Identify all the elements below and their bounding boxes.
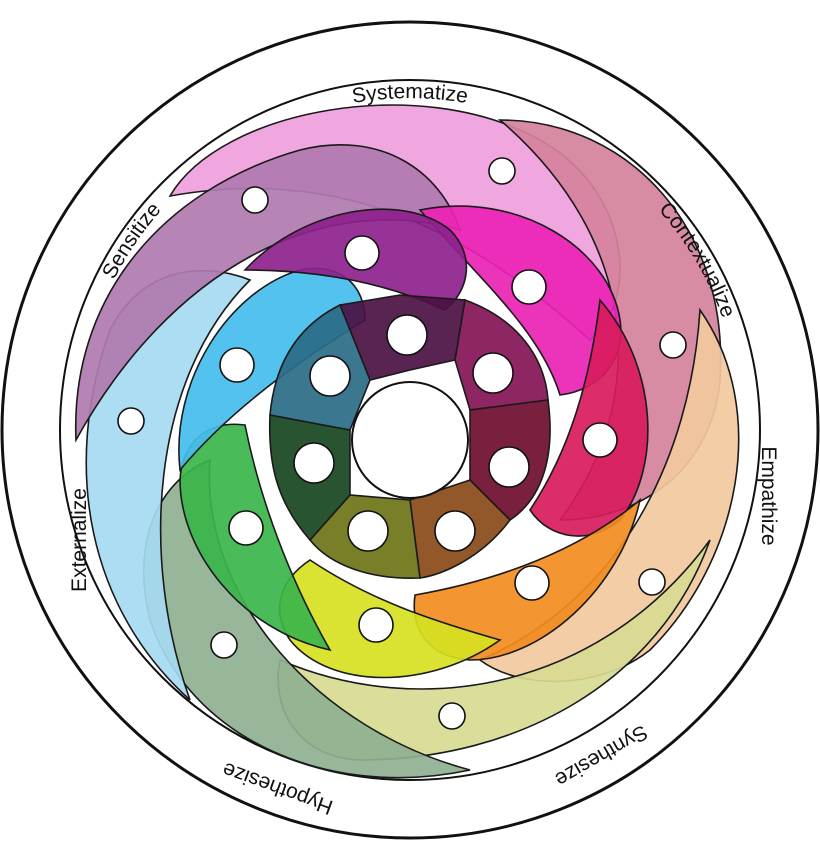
marker-dots (117, 157, 687, 730)
dot-marker (228, 510, 264, 546)
dot-marker (472, 352, 514, 394)
dot-marker (638, 568, 666, 596)
dot-marker (358, 607, 394, 643)
dot-marker (514, 565, 550, 601)
dot-marker (488, 446, 530, 488)
dot-marker (219, 347, 255, 383)
dot-marker (386, 314, 428, 356)
dot-marker (344, 235, 380, 271)
label-externalize: Externalize (68, 488, 91, 592)
dot-marker (511, 269, 547, 305)
dot-marker (293, 442, 335, 484)
petal-mid-crimson (529, 298, 649, 537)
dot-marker (582, 422, 618, 458)
dot-marker (488, 157, 516, 185)
dot-marker (347, 510, 389, 552)
center-hole (351, 381, 469, 499)
dot-marker (117, 407, 145, 435)
label-empathize: Empathize (757, 446, 780, 545)
dot-marker (434, 510, 476, 552)
dot-marker (438, 702, 466, 730)
dot-marker (309, 355, 351, 397)
dot-marker (241, 186, 269, 214)
dot-marker (210, 631, 238, 659)
dot-marker (659, 331, 687, 359)
